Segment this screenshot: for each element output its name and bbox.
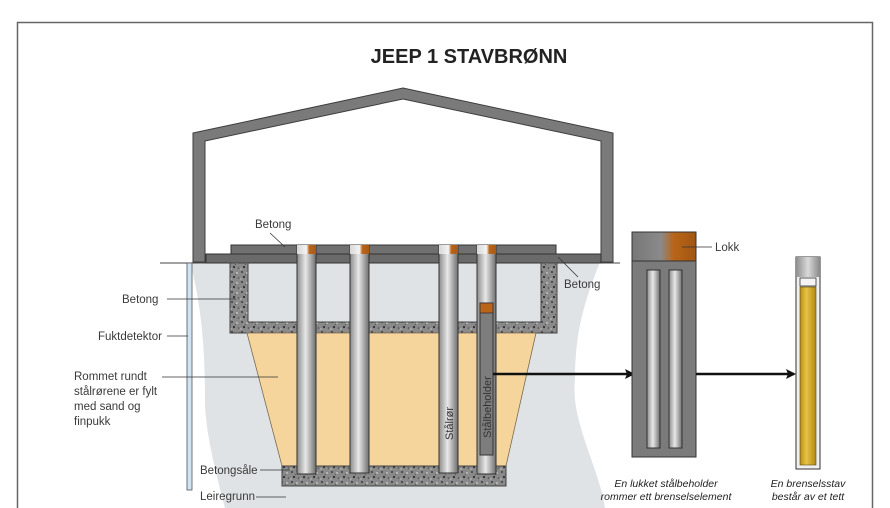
container-lid-small [479,302,494,314]
container-body [631,231,697,458]
leader-betong-right [557,256,579,278]
label-betong-right: Betong [564,279,600,291]
label-stalbeholder: Stålbeholder [482,376,494,438]
steel-pipe-2 [349,244,370,474]
label-rommet: Rommet rundt stålrørene er fylt med sand… [74,371,158,428]
pipe-cap-4 [477,245,496,254]
fuel-element-rod-1 [646,269,661,449]
fuel-rod-plug [799,277,817,287]
svg-text:består av et tett: består av et tett [772,491,845,503]
svg-text:finpukk: finpukk [74,416,111,428]
svg-text:En brenselsstav: En brenselsstav [771,478,846,490]
steel-container-detail [631,231,697,458]
svg-text:stålrørene er fylt: stålrørene er fylt [74,386,158,398]
label-betong-left: Betong [122,294,158,306]
label-leiregrunn: Leiregrunn [200,491,255,503]
pipe-cap-3 [439,245,458,254]
svg-text:En lukket stålbeholder: En lukket stålbeholder [614,478,718,490]
svg-text:rommer ett brenselselement: rommer ett brenselselement [601,491,733,503]
caption-fuel-rod: En brenselsstav består av et tett [771,478,846,503]
steel-pipes [296,244,497,475]
pipe-cap-2 [350,245,369,254]
fuel-rod-top [796,257,820,277]
pipe-cap-1 [297,245,316,254]
moisture-detector [186,262,193,491]
fuel-pellets [799,286,817,466]
building-walls [192,87,614,263]
label-betongsale: Betongsåle [200,465,258,477]
fuel-element-rod-2 [668,269,683,449]
label-fuktdetektor: Fuktdetektor [98,331,162,343]
steel-pipe-1 [296,244,317,475]
diagram-title: JEEP 1 STAVBRØNN [371,46,568,68]
svg-text:med sand og: med sand og [74,401,141,413]
caption-container: En lukket stålbeholder rommer ett brense… [601,478,733,503]
label-betong-top: Betong [255,219,291,231]
concrete-cover-slab [230,244,557,255]
concrete-floor [205,253,602,264]
label-stalror: Stålrør [444,407,456,440]
container-lid [631,231,697,262]
fuel-rod-detail [795,256,821,470]
svg-text:Rommet rundt: Rommet rundt [74,371,148,383]
label-lokk: Lokk [715,242,740,254]
leader-betong-top [269,232,286,248]
